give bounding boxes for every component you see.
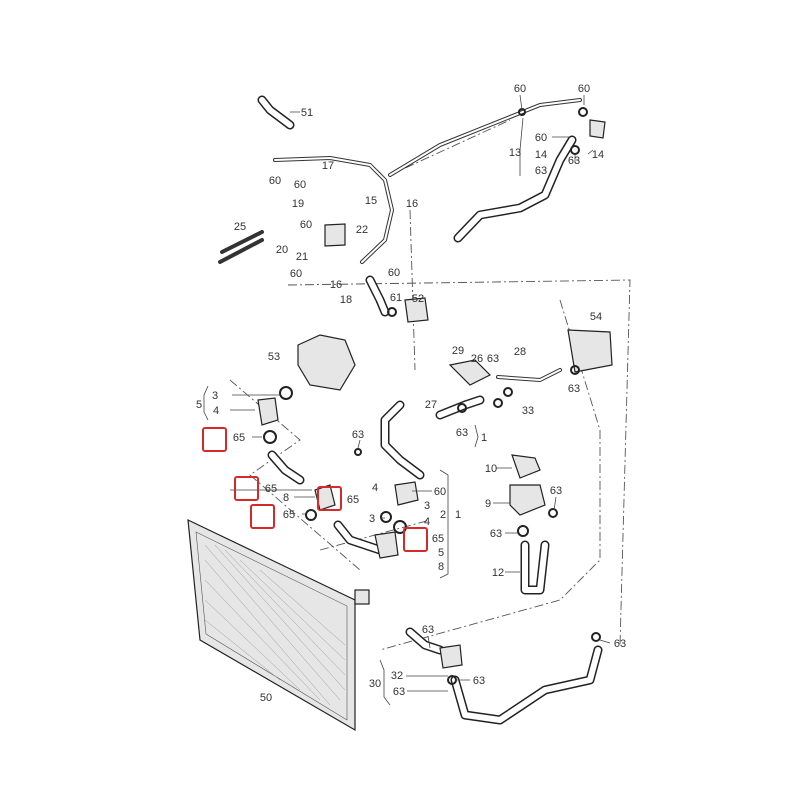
callout: 33 [522, 405, 534, 417]
callout: 4 [213, 405, 219, 417]
callout: 13 [509, 147, 521, 159]
callout: 9 [485, 498, 491, 510]
callout: 63 [535, 165, 547, 177]
callout: 61 [390, 292, 402, 304]
callout: 63 [422, 624, 434, 636]
radiator [187, 518, 370, 732]
callout: 1 [481, 432, 487, 444]
callout: 10 [485, 463, 497, 475]
callout: 16 [330, 279, 342, 291]
callout: 19 [292, 198, 304, 210]
callout: 14 [535, 149, 547, 161]
callout: 4 [372, 482, 378, 494]
components [257, 107, 613, 685]
callout: 63 [568, 383, 580, 395]
callout: 18 [340, 294, 352, 306]
callout: 63 [393, 686, 405, 698]
callout: 21 [296, 251, 308, 263]
callout: 65 [283, 509, 295, 521]
callout-labels: 51 60 17 60 19 60 22 20 21 60 16 60 18 6… [196, 83, 626, 704]
callout: 63 [473, 675, 485, 687]
callout: 63 [614, 638, 626, 650]
callout: 65 [347, 494, 359, 506]
callout: 60 [578, 83, 590, 95]
callout: 32 [391, 670, 403, 682]
highlight-boxes [202, 427, 428, 552]
callout: 65 [265, 483, 277, 495]
callout: 25 [234, 221, 246, 233]
callout: 27 [425, 399, 437, 411]
callout: 63 [487, 353, 499, 365]
callout: 63 [352, 429, 364, 441]
callout: 60 [388, 267, 400, 279]
callout: 65 [233, 432, 245, 444]
callout: 16 [406, 198, 418, 210]
callout: 53 [268, 351, 280, 363]
callout: 29 [452, 345, 464, 357]
callout: 3 [212, 390, 218, 402]
callout: 1 [455, 509, 461, 521]
callout: 3 [424, 500, 430, 512]
callout: 60 [290, 268, 302, 280]
callout: 54 [590, 311, 602, 323]
callout: 26 [471, 353, 483, 365]
callout: 50 [260, 692, 272, 704]
callout: 28 [514, 346, 526, 358]
callout: 8 [438, 561, 444, 573]
callout: 60 [535, 132, 547, 144]
callout: 51 [301, 107, 313, 119]
callout: 15 [365, 195, 377, 207]
hoses [218, 95, 603, 725]
callout: 4 [424, 516, 430, 528]
callout: 17 [322, 160, 334, 172]
callout: 5 [438, 547, 444, 559]
leader-lines [203, 94, 611, 706]
callout: 63 [568, 155, 580, 167]
callout: 20 [276, 244, 288, 256]
callout: 65 [432, 533, 444, 545]
callout: 3 [369, 513, 375, 525]
callout: 14 [592, 149, 604, 161]
callout: 52 [412, 293, 424, 305]
callout: 60 [269, 175, 281, 187]
callout: 63 [550, 485, 562, 497]
callout: 60 [514, 83, 526, 95]
callout: 60 [434, 486, 446, 498]
callout: 63 [490, 528, 502, 540]
callout: 8 [283, 492, 289, 504]
callout: 30 [369, 678, 381, 690]
callout: 12 [492, 567, 504, 579]
callout: 5 [196, 399, 202, 411]
callout: 63 [456, 427, 468, 439]
callout: 2 [440, 509, 446, 521]
callout: 22 [356, 224, 368, 236]
callout: 60 [300, 219, 312, 231]
callout: 60 [294, 179, 306, 191]
